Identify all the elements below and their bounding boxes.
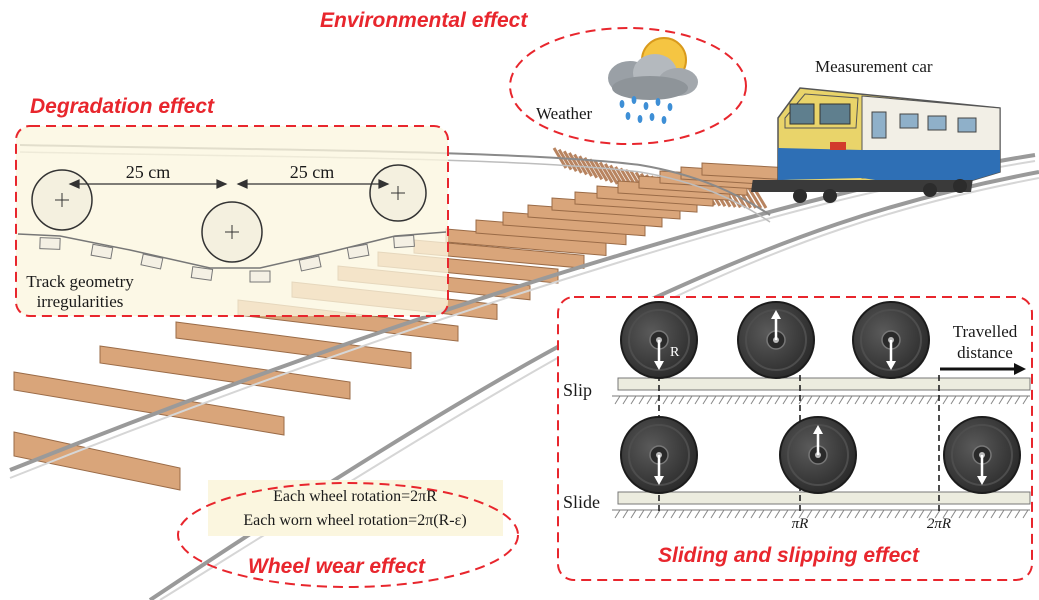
sleeper <box>747 187 763 209</box>
wheel-icon <box>943 416 1021 494</box>
sleeper-blocks <box>39 234 415 283</box>
sleeper <box>568 152 583 174</box>
environmental-effect-title: Environmental effect <box>320 9 528 32</box>
slip-rail <box>612 377 1031 405</box>
spacing-label-right: 25 cm <box>290 162 335 182</box>
radius-label: R <box>670 345 680 360</box>
weather-cloud-sun-rain-icon <box>608 37 698 124</box>
wheel-rotation-formula: Each wheel rotation=2πR <box>273 488 437 505</box>
slip-label: Slip <box>563 380 592 400</box>
pi-r-label: πR <box>792 516 809 532</box>
wheel-icon <box>852 301 930 379</box>
dimension-arrows <box>68 179 390 189</box>
wheel-icon <box>779 416 857 494</box>
sliding-slipping-effect-panel: Travelled distance Slip Slide R πR 2πR S… <box>557 296 1033 581</box>
wheel-icon <box>369 164 427 222</box>
worn-wheel-rotation-formula: Each worn wheel rotation=2π(R-ε) <box>243 512 466 529</box>
wheel-wear-effect-title: Wheel wear effect <box>248 555 426 578</box>
sleeper <box>175 321 412 370</box>
sliding-slipping-effect-title: Sliding and slipping effect <box>658 544 920 567</box>
travelled-label-line1: Travelled <box>953 322 1018 341</box>
wheel-icon <box>620 416 698 494</box>
weather-label: Weather <box>536 104 593 123</box>
train-locomotive-icon <box>751 87 1001 203</box>
wheel-icon <box>31 169 93 231</box>
measurement-car-label: Measurement car <box>815 57 933 76</box>
degradation-effect-panel: 25 cm 25 cm Track geometry irregularitie… <box>15 125 449 317</box>
sleeper <box>593 160 609 182</box>
sleeper <box>562 150 578 173</box>
spacing-label-left: 25 cm <box>126 162 171 182</box>
sleeper <box>573 153 588 176</box>
travelled-label-line2: distance <box>957 343 1013 362</box>
track-geometry-label-line2: irregularities <box>37 292 124 311</box>
sleeper <box>99 345 351 400</box>
travelled-distance-arrow <box>940 363 1026 375</box>
wheel-icon <box>737 301 815 379</box>
sleeper <box>603 163 619 185</box>
sleeper <box>598 161 614 184</box>
wheel-icon <box>620 301 698 379</box>
environmental-effect-panel: Weather <box>509 27 747 145</box>
degradation-effect-title: Degradation effect <box>30 95 215 118</box>
two-pi-r-label: 2πR <box>927 516 951 532</box>
sleeper <box>588 158 604 181</box>
slide-label: Slide <box>563 492 600 512</box>
wheel-wear-effect-panel: Each wheel rotation=2πR Each worn wheel … <box>177 480 519 588</box>
sleeper <box>13 431 181 491</box>
wheel-icon <box>201 201 263 263</box>
sleeper <box>13 371 285 436</box>
track-geometry-label-line1: Track geometry <box>26 272 134 291</box>
